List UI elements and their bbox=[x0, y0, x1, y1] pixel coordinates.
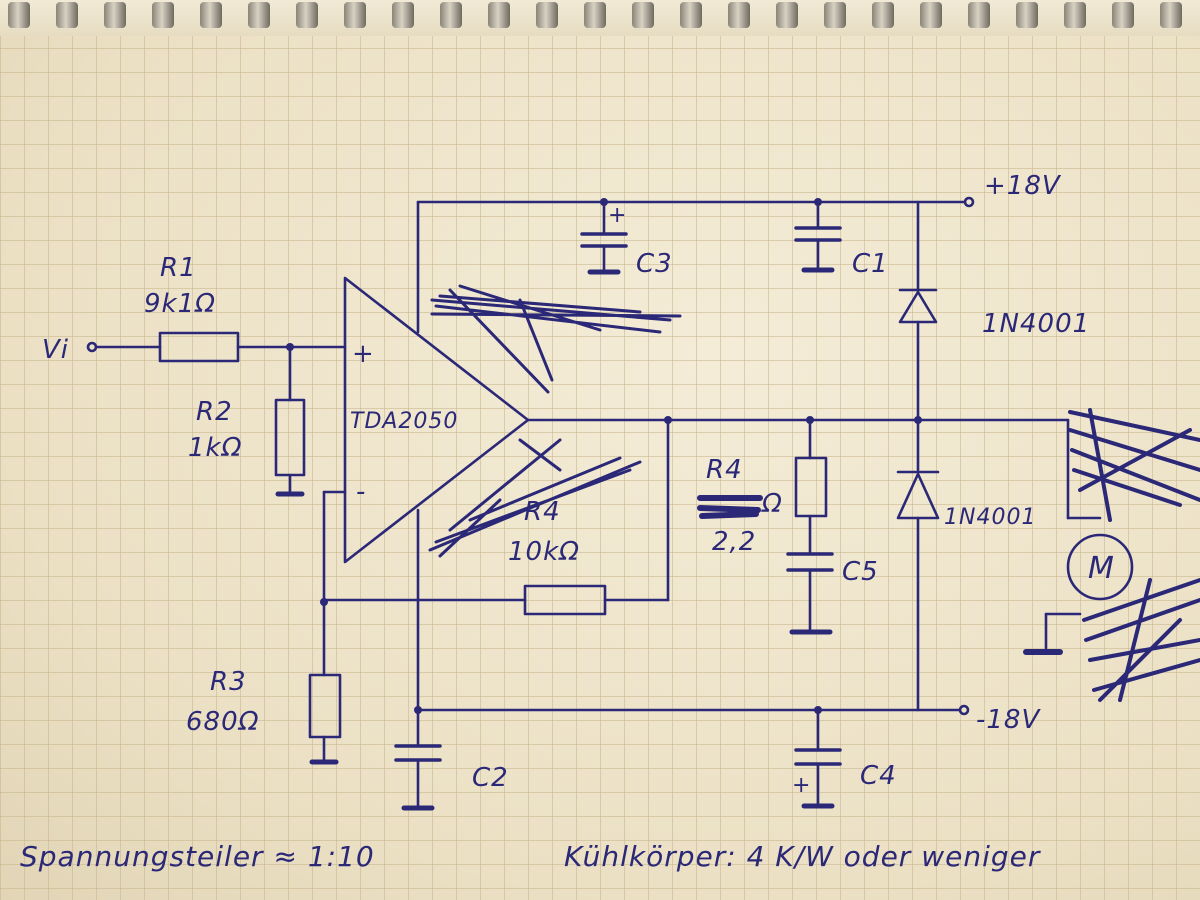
motor-symbol bbox=[1066, 533, 1134, 601]
scribble-top bbox=[430, 284, 682, 394]
terminal-positive bbox=[963, 196, 975, 208]
label-r2-name: R2 bbox=[196, 397, 233, 427]
c4-polarity: + bbox=[792, 773, 811, 798]
binding-coil bbox=[1112, 2, 1134, 28]
label-r4-name: R4 bbox=[524, 497, 561, 527]
binding-coil bbox=[632, 2, 654, 28]
binding-coil bbox=[680, 2, 702, 28]
label-r1-name: R1 bbox=[160, 253, 197, 283]
binding-coil bbox=[104, 2, 126, 28]
binding-coil bbox=[1160, 2, 1182, 28]
resistor-r4-feedback bbox=[523, 584, 607, 616]
label-r4-value: 10kΩ bbox=[508, 537, 580, 567]
label-r3-value: 680Ω bbox=[186, 707, 260, 737]
label-ic: TDA2050 bbox=[350, 409, 458, 434]
label-d2: 1N4001 bbox=[944, 505, 1036, 530]
scribble-r4-value bbox=[697, 495, 763, 519]
label-c4: C4 bbox=[860, 761, 897, 791]
diode-d2 bbox=[896, 472, 940, 520]
scribble-right-bottom bbox=[1082, 578, 1200, 702]
label-d1: 1N4001 bbox=[982, 309, 1090, 339]
label-vpos: +18V bbox=[984, 171, 1062, 201]
binding-coil bbox=[440, 2, 462, 28]
binding-coil bbox=[296, 2, 318, 28]
label-plus-input: + bbox=[352, 339, 375, 369]
binding-coil bbox=[728, 2, 750, 28]
binding-coil bbox=[488, 2, 510, 28]
label-r2-value: 1kΩ bbox=[188, 433, 242, 463]
label-vneg: -18V bbox=[976, 705, 1041, 735]
label-minus-input: - bbox=[356, 477, 366, 507]
binding-coil bbox=[776, 2, 798, 28]
label-r3-name: R3 bbox=[210, 667, 247, 697]
binding-coil bbox=[968, 2, 990, 28]
resistor-r3 bbox=[308, 673, 342, 739]
terminal-negative bbox=[958, 704, 970, 716]
binding-coil bbox=[1016, 2, 1038, 28]
binding-coil bbox=[1064, 2, 1086, 28]
binding-coil bbox=[248, 2, 270, 28]
resistor-r4-zobel bbox=[794, 456, 828, 518]
binding-coil bbox=[872, 2, 894, 28]
binding-coil bbox=[200, 2, 222, 28]
note-heatsink: Kühlkörper: 4 K/W oder weniger bbox=[564, 840, 1041, 873]
label-c3: C3 bbox=[636, 249, 673, 279]
opamp-tda2050 bbox=[343, 276, 530, 564]
binding-coil bbox=[920, 2, 942, 28]
label-vin: Vi bbox=[42, 335, 69, 365]
label-r1-value: 9k1Ω bbox=[144, 289, 216, 319]
node-diodes bbox=[914, 416, 922, 424]
scribble-bottom bbox=[428, 438, 642, 558]
binding-coil bbox=[824, 2, 846, 28]
label-r4b-ohm: Ω bbox=[761, 489, 783, 519]
note-voltage-divider: Spannungsteiler ≈ 1:10 bbox=[20, 840, 375, 873]
resistor-r1 bbox=[158, 331, 240, 363]
scribble-right-top bbox=[1068, 408, 1200, 522]
binding-coil bbox=[536, 2, 558, 28]
label-r4b-value: 2,2 bbox=[712, 527, 756, 557]
binding-coil bbox=[152, 2, 174, 28]
label-motor: M bbox=[1088, 551, 1115, 586]
c3-polarity: + bbox=[608, 203, 627, 228]
binding-coil bbox=[56, 2, 78, 28]
binding-coil bbox=[8, 2, 30, 28]
diode-d1 bbox=[898, 290, 938, 324]
label-r4b-name: R4 bbox=[706, 455, 743, 485]
label-c2: C2 bbox=[472, 763, 509, 793]
binding-coil bbox=[344, 2, 366, 28]
label-c1: C1 bbox=[852, 249, 889, 279]
spiral-binding bbox=[0, 0, 1200, 36]
binding-coil bbox=[584, 2, 606, 28]
binding-coil bbox=[392, 2, 414, 28]
label-c5: C5 bbox=[842, 557, 879, 587]
resistor-r2 bbox=[274, 398, 306, 477]
